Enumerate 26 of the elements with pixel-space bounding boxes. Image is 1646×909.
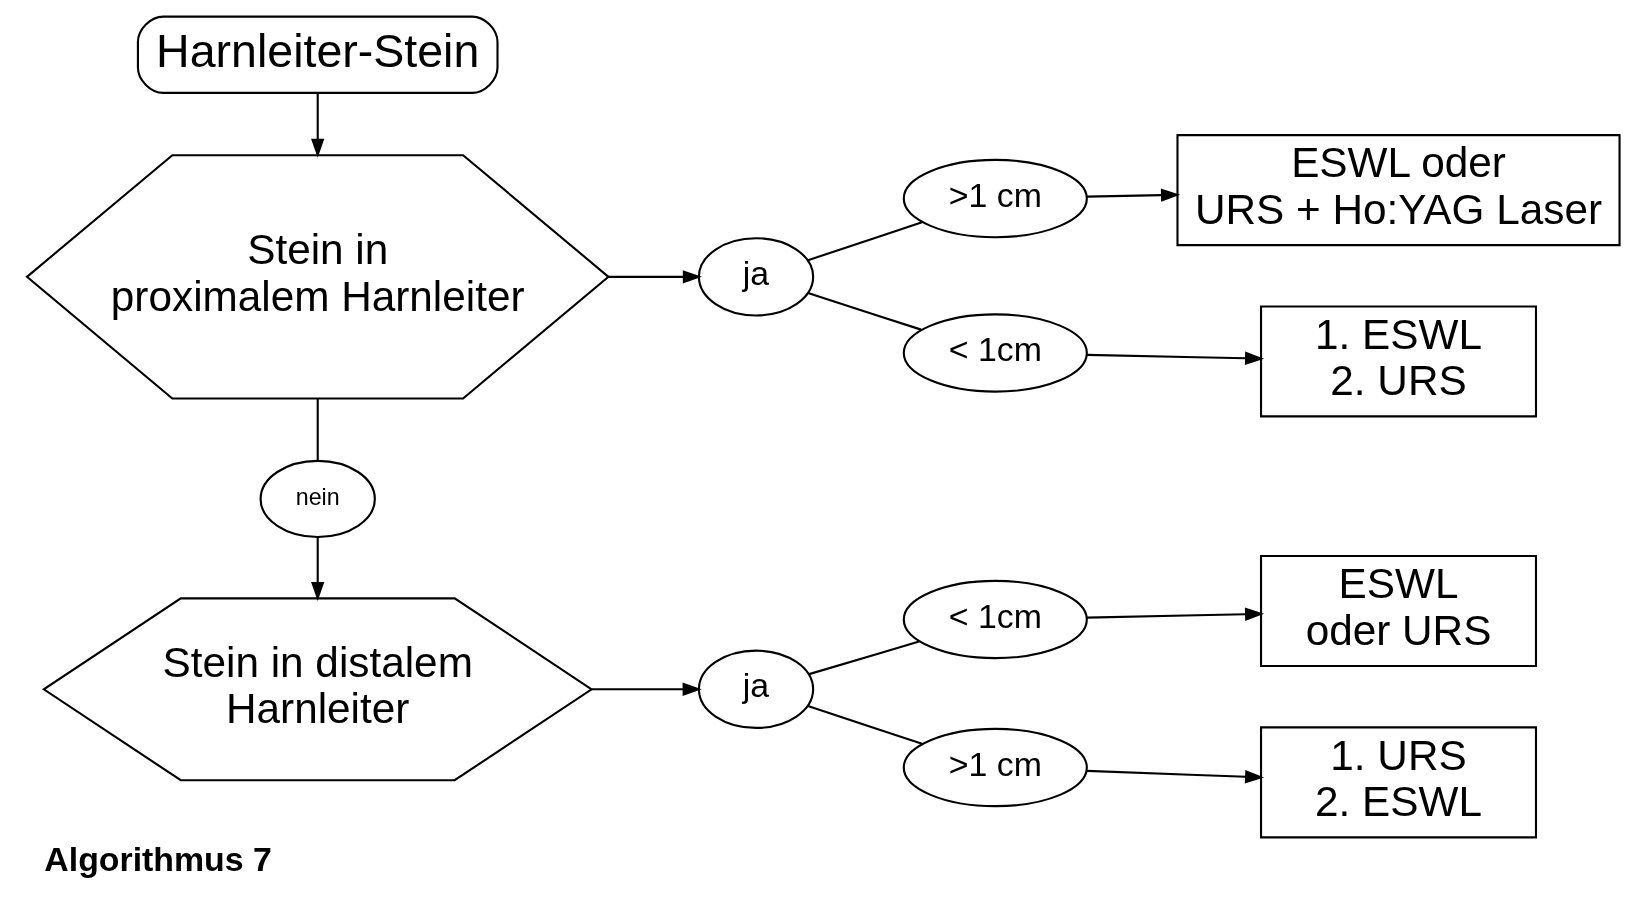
node-ellipse: < 1cm — [902, 313, 1088, 393]
node-ellipse: < 1cm — [902, 579, 1088, 660]
node-ellipse: >1 cm — [902, 158, 1088, 239]
connector — [807, 221, 922, 262]
node-ellipse: >1 cm — [902, 727, 1088, 808]
node-ellipse: nein — [259, 459, 376, 539]
arrow — [310, 92, 324, 158]
arrow — [1086, 769, 1264, 784]
node-box: 1. URS 2. ESWL — [1259, 726, 1537, 839]
arrow — [1086, 351, 1264, 365]
arrow — [607, 270, 702, 284]
connector — [808, 640, 919, 676]
node-box: ESWL oder URS + Ho:YAG Laser — [1175, 134, 1621, 247]
node-ellipse: ja — [697, 649, 814, 729]
connector — [807, 291, 921, 331]
arrow — [1086, 607, 1264, 621]
arrow — [310, 537, 324, 602]
node-box: 1. ESWL 2. URS — [1259, 305, 1537, 418]
arrow — [1086, 188, 1180, 202]
connector — [316, 398, 319, 461]
node-box: Harnleiter-Stein — [136, 15, 499, 94]
node-ellipse: ja — [697, 237, 814, 317]
connector — [807, 704, 922, 745]
arrow — [591, 682, 702, 696]
node-box: ESWL oder URS — [1259, 554, 1537, 668]
caption: Algorithmus 7 — [43, 839, 272, 878]
